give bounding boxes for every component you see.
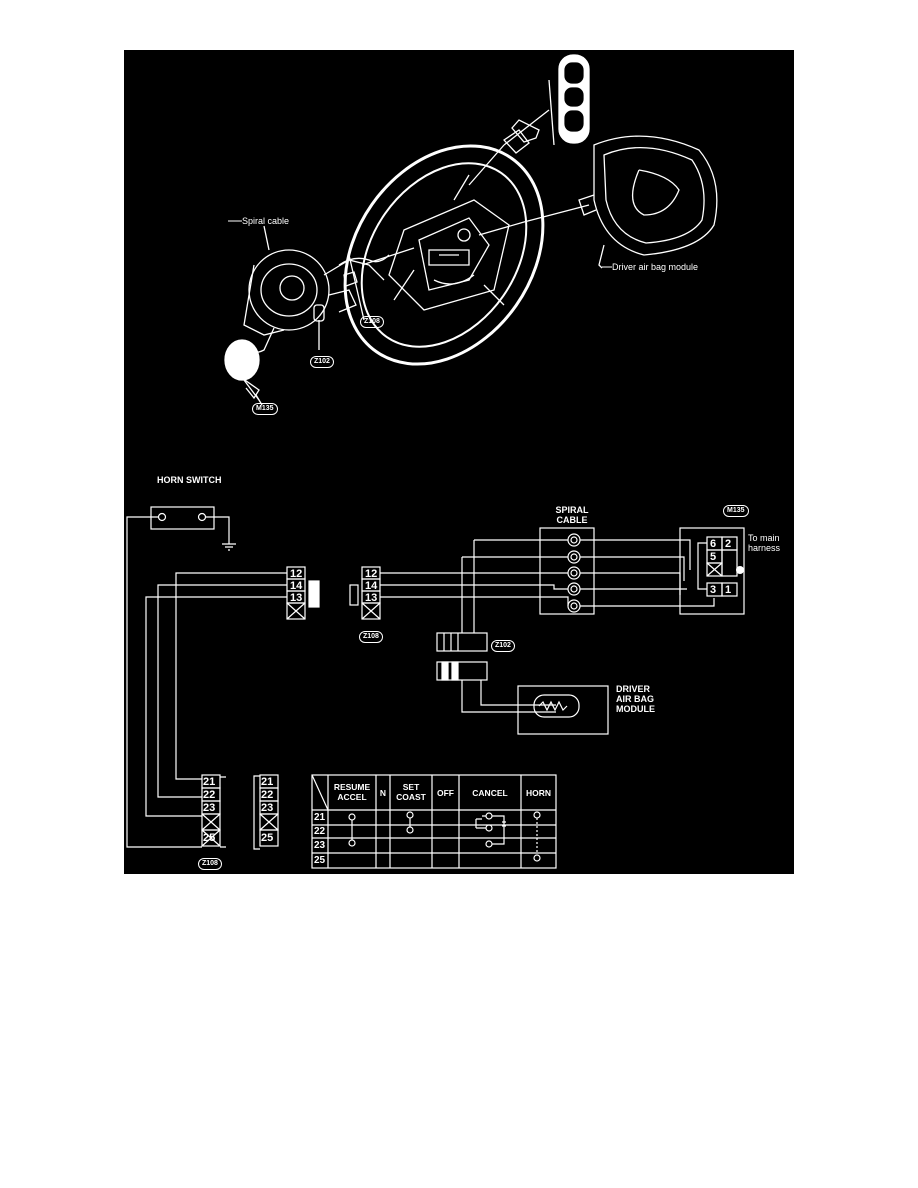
table-header-off: OFF	[437, 788, 454, 798]
connector-tag-m135: M135	[723, 505, 749, 517]
pin-m135-1: 1	[725, 584, 732, 596]
driver-airbag-schematic-label: DRIVER AIR BAG MODULE	[616, 684, 655, 714]
pin-br-25: 25	[261, 832, 274, 844]
cruise-switch-illustration	[468, 54, 590, 186]
switch-button-res-accel: RES ACCEL	[567, 67, 581, 77]
airbag-module-illustration	[478, 135, 718, 269]
table-header-set-coast: SET COAST	[396, 782, 426, 802]
pin-z108-left-12: 12	[290, 568, 303, 580]
horn-switch-label: HORN SWITCH	[157, 475, 222, 485]
table-header-n: N	[379, 788, 387, 798]
table-header-resume-accel: RESUME ACCEL	[333, 782, 371, 802]
pin-z108-right-14: 14	[365, 580, 378, 592]
pin-bl-21: 21	[203, 776, 216, 788]
driver-airbag-callout: Driver air bag module	[612, 262, 699, 272]
table-row-21: 21	[314, 812, 326, 823]
pin-z108-left-14: 14	[290, 580, 303, 592]
pin-br-21: 21	[261, 776, 274, 788]
pin-bl-22: 22	[203, 789, 216, 801]
callout-line	[228, 220, 242, 222]
callout-line	[602, 266, 612, 268]
to-main-harness-label: To main harness	[748, 533, 781, 553]
pin-bl-25: 25	[203, 832, 216, 844]
table-header-cancel: CANCEL	[472, 788, 508, 798]
pin-z108-right-13: 13	[365, 592, 378, 604]
connector-tag-z102-illustration: Z102	[310, 356, 334, 368]
pin-m135-5: 5	[710, 551, 717, 563]
spiral-cable-callout: Spiral cable	[242, 216, 290, 226]
pin-br-22: 22	[261, 789, 274, 801]
pin-m135-6: 6	[710, 538, 717, 550]
switch-button-coast-set: COAST SET	[567, 116, 581, 126]
switch-button-cancel: CANCEL	[565, 94, 583, 99]
wiring-diagram-panel: Spiral cable Driver air bag module Z108 …	[124, 50, 794, 874]
spiral-cable-schematic-label: SPIRAL CABLE	[555, 505, 589, 525]
pin-z108-right-12: 12	[365, 568, 378, 580]
table-row-25: 25	[314, 855, 326, 866]
table-row-23: 23	[314, 840, 326, 851]
table-header-horn: HORN	[525, 788, 552, 798]
connector-tag-z102: Z102	[491, 640, 515, 652]
table-row-22: 22	[314, 826, 326, 837]
pin-br-23: 23	[261, 802, 274, 814]
pin-z108-left-13: 13	[290, 592, 303, 604]
schematic-wires	[126, 506, 745, 869]
pin-m135-2: 2	[725, 538, 732, 550]
diagram-graphics	[126, 54, 745, 869]
pin-bl-23: 23	[203, 802, 216, 814]
spiral-cable-illustration	[224, 225, 415, 406]
connector-tag-m135-illustration: M135	[252, 403, 278, 415]
connector-tag-z108: Z108	[359, 631, 383, 643]
connector-tag-z108-bottom: Z108	[198, 858, 222, 870]
harness-dot-marker	[736, 566, 744, 574]
connector-tag-z108-illustration: Z108	[360, 316, 384, 328]
pin-m135-3: 3	[710, 584, 717, 596]
steering-wheel-illustration	[343, 144, 545, 366]
